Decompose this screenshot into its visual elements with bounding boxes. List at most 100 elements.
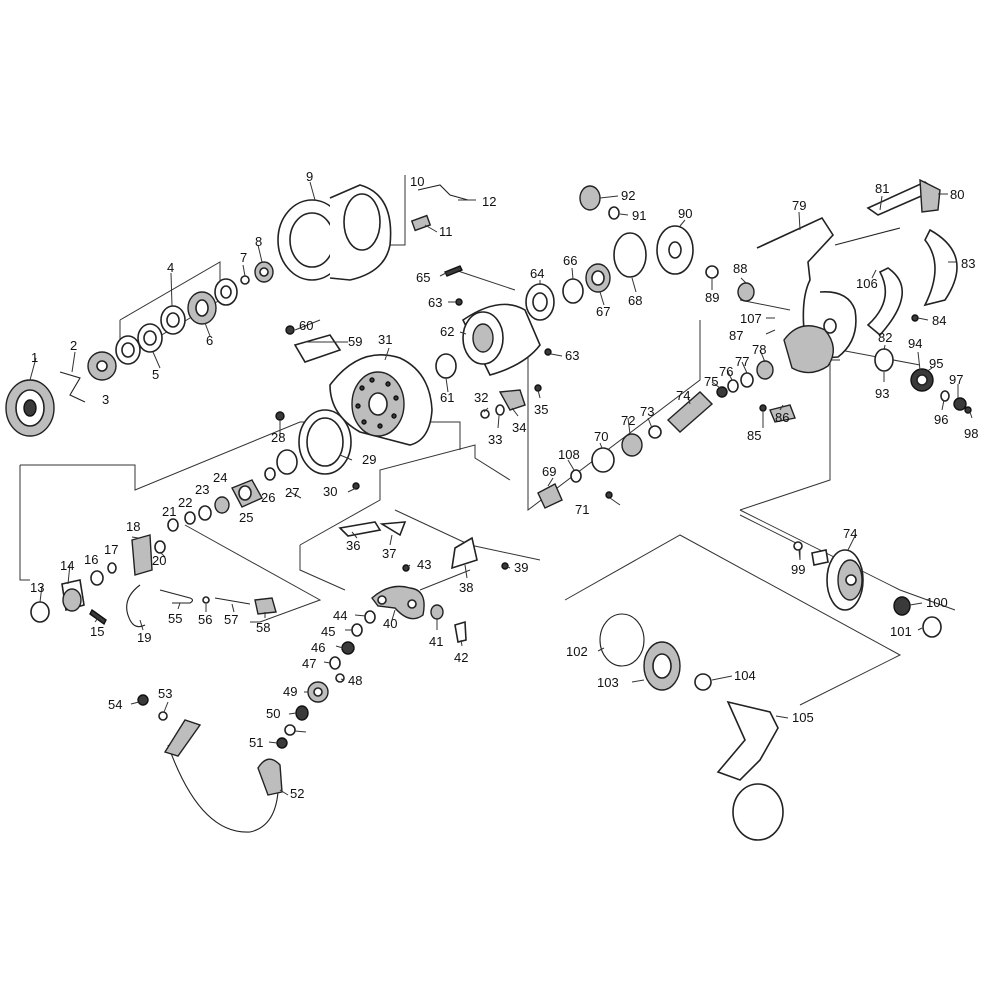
part-label: 55 — [168, 611, 182, 626]
part-label: 7 — [240, 250, 247, 265]
part-label: 5 — [152, 367, 159, 382]
part-label: 19 — [137, 630, 151, 645]
part-label: 31 — [378, 332, 392, 347]
part-label: 64 — [530, 266, 544, 281]
handle-arm — [716, 700, 779, 781]
part-label: 92 — [621, 188, 635, 203]
part-label: 81 — [875, 181, 889, 196]
part-label: 41 — [429, 634, 443, 649]
part-label: 63 — [565, 348, 579, 363]
part-label: 47 — [302, 656, 316, 671]
part-label: 51 — [249, 735, 263, 750]
part-label: 67 — [596, 304, 610, 319]
part-label: 9 — [306, 169, 313, 184]
part-label: 30 — [323, 484, 337, 499]
part-label: 4 — [167, 260, 174, 275]
bail-arm — [371, 585, 425, 620]
drive-assembly — [599, 541, 942, 841]
part-label: 37 — [382, 546, 396, 561]
part-label: 44 — [333, 608, 347, 623]
part-label: 3 — [102, 392, 109, 407]
part-label: 107 — [740, 311, 762, 326]
part-label: 65 — [416, 270, 430, 285]
part-label: 84 — [932, 313, 946, 328]
part-label: 79 — [792, 198, 806, 213]
part-label: 103 — [597, 675, 619, 690]
part-label: 91 — [632, 208, 646, 223]
part-label: 85 — [747, 428, 761, 443]
part-label: 43 — [417, 557, 431, 572]
part-label: 108 — [558, 447, 580, 462]
part-label: 24 — [213, 470, 227, 485]
part-label: 75 — [704, 374, 718, 389]
part-label: 77 — [735, 354, 749, 369]
part-label: 42 — [454, 650, 468, 665]
part-label: 57 — [224, 612, 238, 627]
body-assembly — [435, 178, 972, 509]
part-label: 102 — [566, 644, 588, 659]
part-label: 20 — [152, 553, 166, 568]
part-label: 35 — [534, 402, 548, 417]
part-label: 13 — [30, 580, 44, 595]
part-label: 17 — [104, 542, 118, 557]
part-label: 40 — [383, 616, 397, 631]
part-label: 90 — [678, 206, 692, 221]
part-label: 48 — [348, 673, 362, 688]
part-label: 71 — [575, 502, 589, 517]
part-label: 80 — [950, 187, 964, 202]
part-label: 66 — [563, 253, 577, 268]
part-label: 63 — [428, 295, 442, 310]
part-label: 58 — [256, 620, 270, 635]
part-label: 106 — [856, 276, 878, 291]
part-label: 36 — [346, 538, 360, 553]
part-label: 16 — [84, 552, 98, 567]
part-label: 88 — [733, 261, 747, 276]
part-label: 70 — [594, 429, 608, 444]
part-label: 18 — [126, 519, 140, 534]
part-label: 74 — [676, 388, 690, 403]
part-label: 74 — [843, 526, 857, 541]
part-label: 26 — [261, 490, 275, 505]
part-label: 99 — [791, 562, 805, 577]
part-label: 68 — [628, 293, 642, 308]
part-label: 25 — [239, 510, 253, 525]
part-label: 60 — [299, 318, 313, 333]
part-label: 38 — [459, 580, 473, 595]
part-label: 83 — [961, 256, 975, 271]
rotor-assembly — [30, 325, 542, 628]
part-label: 27 — [285, 485, 299, 500]
part-label: 95 — [929, 356, 943, 371]
part-label: 34 — [512, 420, 526, 435]
part-label: 96 — [934, 412, 948, 427]
part-label: 39 — [514, 560, 528, 575]
part-label: 104 — [734, 668, 756, 683]
part-label: 100 — [926, 595, 948, 610]
part-label: 53 — [158, 686, 172, 701]
part-label: 2 — [70, 338, 77, 353]
part-label: 45 — [321, 624, 335, 639]
part-label: 8 — [255, 234, 262, 249]
part-label: 14 — [60, 558, 74, 573]
part-label: 62 — [440, 324, 454, 339]
part-label: 54 — [108, 697, 122, 712]
part-label: 98 — [964, 426, 978, 441]
part-label: 94 — [908, 336, 922, 351]
part-label: 21 — [162, 504, 176, 519]
part-label: 12 — [482, 194, 496, 209]
part-label: 86 — [775, 410, 789, 425]
part-label: 11 — [439, 224, 453, 239]
spool-assembly — [5, 184, 469, 437]
part-label: 23 — [195, 482, 209, 497]
part-label: 97 — [949, 372, 963, 387]
part-label: 78 — [752, 342, 766, 357]
part-label: 15 — [90, 624, 104, 639]
bail-wire — [167, 744, 279, 833]
part-label: 89 — [705, 290, 719, 305]
part-label: 76 — [719, 364, 733, 379]
drag-clip — [59, 371, 86, 403]
part-label: 1 — [31, 350, 38, 365]
part-label: 73 — [640, 404, 654, 419]
part-label: 101 — [890, 624, 912, 639]
leader-lines — [29, 181, 973, 796]
part-label: 61 — [440, 390, 454, 405]
